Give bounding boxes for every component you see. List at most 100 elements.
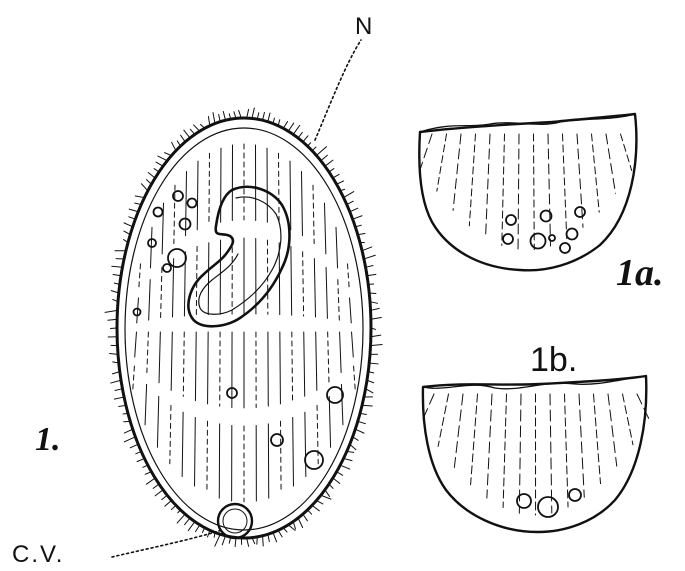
- hatch-stroke: [621, 134, 632, 171]
- hatch-stroke: [304, 332, 305, 396]
- fragment-1b-striations: [422, 394, 649, 515]
- fragment-1a: 1a.: [419, 114, 663, 294]
- fragment-1b-granules: [517, 489, 581, 517]
- hatch-stroke: [534, 134, 535, 250]
- hatch-stroke: [302, 172, 303, 236]
- hatch-stroke: [252, 108, 254, 118]
- hatch-stroke: [487, 394, 492, 498]
- hatch-stroke: [437, 134, 447, 191]
- hatch-stroke: [146, 478, 155, 484]
- hatch-stroke: [195, 417, 196, 486]
- hatch-stroke: [354, 366, 356, 391]
- hatch-stroke: [186, 172, 187, 236]
- hatch-stroke: [364, 255, 375, 259]
- hatch-stroke: [182, 412, 183, 476]
- hatch-stroke: [438, 394, 448, 446]
- hatch-stroke: [328, 332, 329, 383]
- hatch-stroke: [207, 421, 208, 493]
- hatch-stroke: [563, 134, 567, 239]
- hatch-stroke: [503, 394, 506, 508]
- hatch-stroke: [608, 394, 617, 466]
- hatch-stroke: [147, 332, 149, 372]
- hatch-stroke: [338, 280, 340, 320]
- hatch-stroke: [280, 332, 281, 404]
- nucleus-leader-line: [315, 40, 361, 140]
- hatch-stroke: [281, 421, 282, 493]
- hatch-stroke: [171, 332, 172, 390]
- hatch-stroke: [313, 185, 314, 243]
- hatch-stroke: [139, 264, 141, 289]
- hatch-stroke: [124, 437, 135, 442]
- hatch-stroke: [453, 134, 461, 210]
- hatch-stroke: [314, 259, 315, 317]
- fragment-1a-outline: [419, 114, 636, 270]
- hatch-stroke: [317, 405, 318, 463]
- hatch-stroke: [213, 113, 215, 124]
- hatch-stroke: [170, 405, 171, 463]
- fragment-1a-granules: [503, 207, 585, 253]
- label-figure-1: 1.: [35, 421, 61, 458]
- hatch-stroke: [316, 147, 326, 156]
- hatch-stroke: [352, 332, 354, 357]
- hatch-stroke: [291, 247, 292, 316]
- hatch-stroke: [637, 394, 649, 420]
- hatch-stroke: [298, 518, 303, 527]
- hatch-stroke: [303, 252, 304, 316]
- hatch-stroke: [502, 134, 505, 245]
- hatch-stroke: [159, 332, 160, 383]
- fragment-1b: 1b.: [422, 341, 649, 532]
- hatch-stroke: [550, 394, 552, 513]
- hatch-stroke: [305, 412, 306, 476]
- hatch-stroke: [105, 310, 117, 312]
- cv-leader-line: [112, 530, 222, 557]
- hatch-stroke: [344, 192, 354, 198]
- macronucleus-inner: [199, 197, 281, 314]
- hatch-stroke: [293, 125, 300, 134]
- striations: [133, 144, 356, 502]
- hatch-stroke: [157, 396, 158, 447]
- hatch-stroke: [137, 298, 139, 323]
- hatch-stroke: [292, 332, 293, 401]
- hatch-stroke: [577, 134, 583, 227]
- hatch-stroke: [548, 134, 551, 246]
- hatch-stroke: [348, 264, 350, 289]
- fragment-1b-outline: [423, 376, 646, 532]
- hatch-stroke: [290, 161, 291, 230]
- hatch-stroke: [350, 298, 352, 323]
- main-cell: [105, 108, 382, 547]
- hatch-stroke: [177, 514, 185, 523]
- hatch-stroke: [371, 344, 383, 345]
- granules: [134, 191, 344, 469]
- hatch-stroke: [471, 394, 478, 485]
- hatch-stroke: [145, 384, 147, 424]
- hatch-stroke: [606, 134, 615, 193]
- label-nucleus: N: [355, 13, 372, 40]
- hatch-stroke: [197, 161, 198, 230]
- hatch-stroke: [579, 394, 584, 497]
- hatch-stroke: [173, 259, 174, 317]
- hatch-stroke: [188, 522, 195, 531]
- hatch-stroke: [111, 380, 121, 383]
- hatch-stroke: [208, 332, 209, 404]
- hatch-stroke: [326, 268, 327, 319]
- hatch-stroke: [149, 280, 151, 320]
- hatch-stroke: [329, 396, 330, 447]
- hatch-stroke: [336, 227, 338, 267]
- hatch-stroke: [565, 394, 569, 507]
- hatch-stroke: [340, 465, 350, 469]
- hatch-stroke: [112, 266, 123, 267]
- fragment-1a-striations: [421, 134, 632, 250]
- hatch-stroke: [215, 534, 220, 546]
- cell-inner-outline: [125, 128, 363, 530]
- hatch-stroke: [208, 243, 209, 315]
- label-contractile-vacuole: C.V.: [12, 541, 64, 568]
- label-figure-1b: 1b.: [530, 341, 577, 379]
- hatch-stroke: [325, 203, 326, 254]
- hatch-stroke: [594, 394, 601, 484]
- hatch-stroke: [371, 318, 381, 320]
- hatch-stroke: [454, 394, 463, 467]
- hatch-stroke: [161, 268, 162, 319]
- label-figure-1a: 1a.: [616, 252, 664, 294]
- hatch-stroke: [340, 332, 342, 372]
